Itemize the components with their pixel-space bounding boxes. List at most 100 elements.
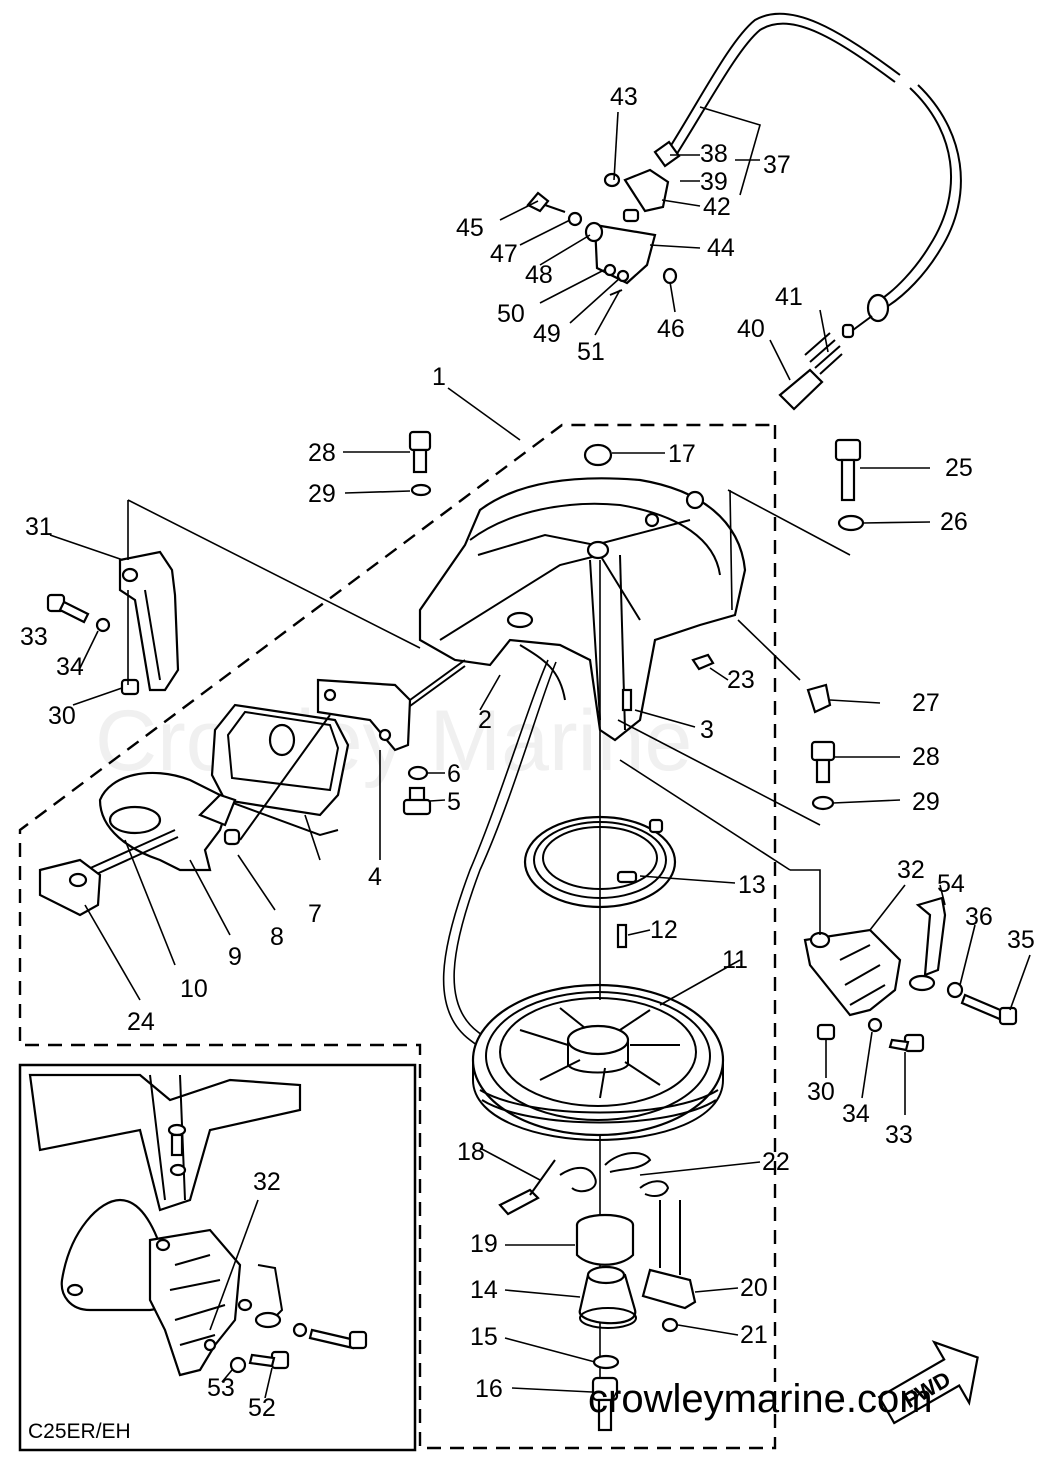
part-label-34-left: 34 [56, 653, 84, 681]
starter-handle-9 [98, 771, 241, 872]
part-label-19: 19 [470, 1230, 498, 1258]
part-label-5: 5 [447, 788, 461, 816]
part-label-51: 51 [577, 338, 605, 366]
bolt-5 [402, 786, 432, 816]
part-label-15: 15 [470, 1323, 498, 1351]
nut-30-right [816, 1023, 836, 1041]
inset-model-label: C25ER/EH [28, 1420, 131, 1443]
part-label-46: 46 [657, 315, 685, 343]
part-label-25: 25 [945, 454, 973, 482]
washer-36 [946, 981, 964, 999]
part-label-3: 3 [700, 716, 714, 744]
assembly-boundary [18, 423, 777, 1450]
part-label-48: 48 [525, 261, 553, 289]
part-label-8: 8 [270, 923, 284, 951]
part-label-10: 10 [180, 975, 208, 1003]
rope-stopper-24 [38, 858, 102, 917]
fwd-arrow: FWD [877, 1340, 979, 1425]
part-label-20: 20 [740, 1274, 768, 1302]
part-label-38: 38 [700, 140, 728, 168]
part-label-2: 2 [478, 706, 492, 734]
bolt-25 [834, 438, 862, 502]
bolt-33-left [46, 593, 90, 624]
pin-12 [616, 923, 628, 949]
part-label-50: 50 [497, 300, 525, 328]
bushing-14 [578, 1265, 637, 1329]
part-label-49: 49 [533, 320, 561, 348]
part-label-26: 26 [940, 508, 968, 536]
part-label-33-left: 33 [20, 623, 48, 651]
part-label-27: 27 [912, 689, 940, 717]
part-label-23: 23 [727, 666, 755, 694]
plate-20 [641, 1200, 697, 1310]
part-labels: 1 2 3 4 5 6 7 8 9 10 24 11 12 13 14 15 1… [20, 83, 1035, 1422]
lever-54 [915, 896, 947, 977]
part-label-31: 31 [25, 513, 53, 541]
washer-6 [407, 765, 429, 781]
washer-29-top [410, 483, 432, 497]
part-label-18: 18 [457, 1138, 485, 1166]
part-label-16: 16 [475, 1375, 503, 1403]
part-label-6: 6 [447, 760, 461, 788]
part-label-30-right: 30 [807, 1078, 835, 1106]
drive-bushing-19 [575, 1213, 635, 1266]
starter-reel [471, 983, 725, 1142]
washer-34-left [95, 617, 111, 633]
bolt-35 [960, 993, 1018, 1026]
part-label-17: 17 [668, 440, 696, 468]
leader-lines [49, 106, 1031, 1393]
bolt-28-top [408, 430, 432, 474]
washer-29-right [811, 795, 835, 811]
part-label-45: 45 [456, 214, 484, 242]
clip-21 [661, 1317, 679, 1333]
part-label-36: 36 [965, 903, 993, 931]
part-label-29-top: 29 [308, 480, 336, 508]
part-label-32-right: 32 [897, 856, 925, 884]
part-label-30-left: 30 [48, 702, 76, 730]
part-label-53: 53 [207, 1374, 235, 1402]
inset-drawing [28, 1073, 368, 1399]
link-54 [908, 974, 936, 992]
cable-bracket-parts [526, 168, 678, 296]
part-label-42: 42 [703, 193, 731, 221]
cable-fitting-40-41 [778, 332, 843, 411]
part-label-1: 1 [432, 363, 446, 391]
nut-17 [583, 443, 613, 467]
part-label-12: 12 [650, 916, 678, 944]
part-label-4: 4 [368, 863, 382, 891]
part-label-11: 11 [722, 946, 748, 974]
cable-plate-4 [316, 659, 466, 752]
rope-guide-7 [210, 703, 350, 837]
part-label-28-right: 28 [912, 743, 940, 771]
bolt-33-right [888, 1033, 925, 1053]
part-label-14: 14 [470, 1276, 498, 1304]
part-label-7: 7 [308, 900, 322, 928]
nut-30-left [120, 678, 140, 696]
part-label-52: 52 [248, 1394, 276, 1422]
part-label-13: 13 [738, 871, 766, 899]
part-label-32-inset: 32 [253, 1168, 281, 1196]
handle-rope [239, 714, 331, 841]
part-label-21: 21 [740, 1321, 768, 1349]
part-label-35: 35 [1007, 926, 1035, 954]
part-label-54: 54 [937, 870, 965, 898]
part-label-28-top: 28 [308, 439, 336, 467]
part-label-41: 41 [775, 283, 803, 311]
part-label-39: 39 [700, 168, 728, 196]
part-label-47: 47 [490, 240, 518, 268]
part-label-33-right: 33 [885, 1121, 913, 1149]
washer-15 [592, 1354, 620, 1370]
pawl-parts [498, 1152, 670, 1216]
clip-23 [691, 653, 715, 671]
part-label-22: 22 [762, 1148, 790, 1176]
part-label-40: 40 [737, 315, 765, 343]
washer-26 [837, 514, 865, 532]
cap-27 [806, 683, 832, 714]
site-url: crowleymarine.com [588, 1377, 933, 1421]
bracket-32-right [803, 928, 902, 1017]
part-label-24: 24 [127, 1008, 155, 1036]
part-label-9: 9 [228, 943, 242, 971]
bolt-16 [591, 1376, 619, 1432]
throttle-cable [653, 12, 962, 339]
